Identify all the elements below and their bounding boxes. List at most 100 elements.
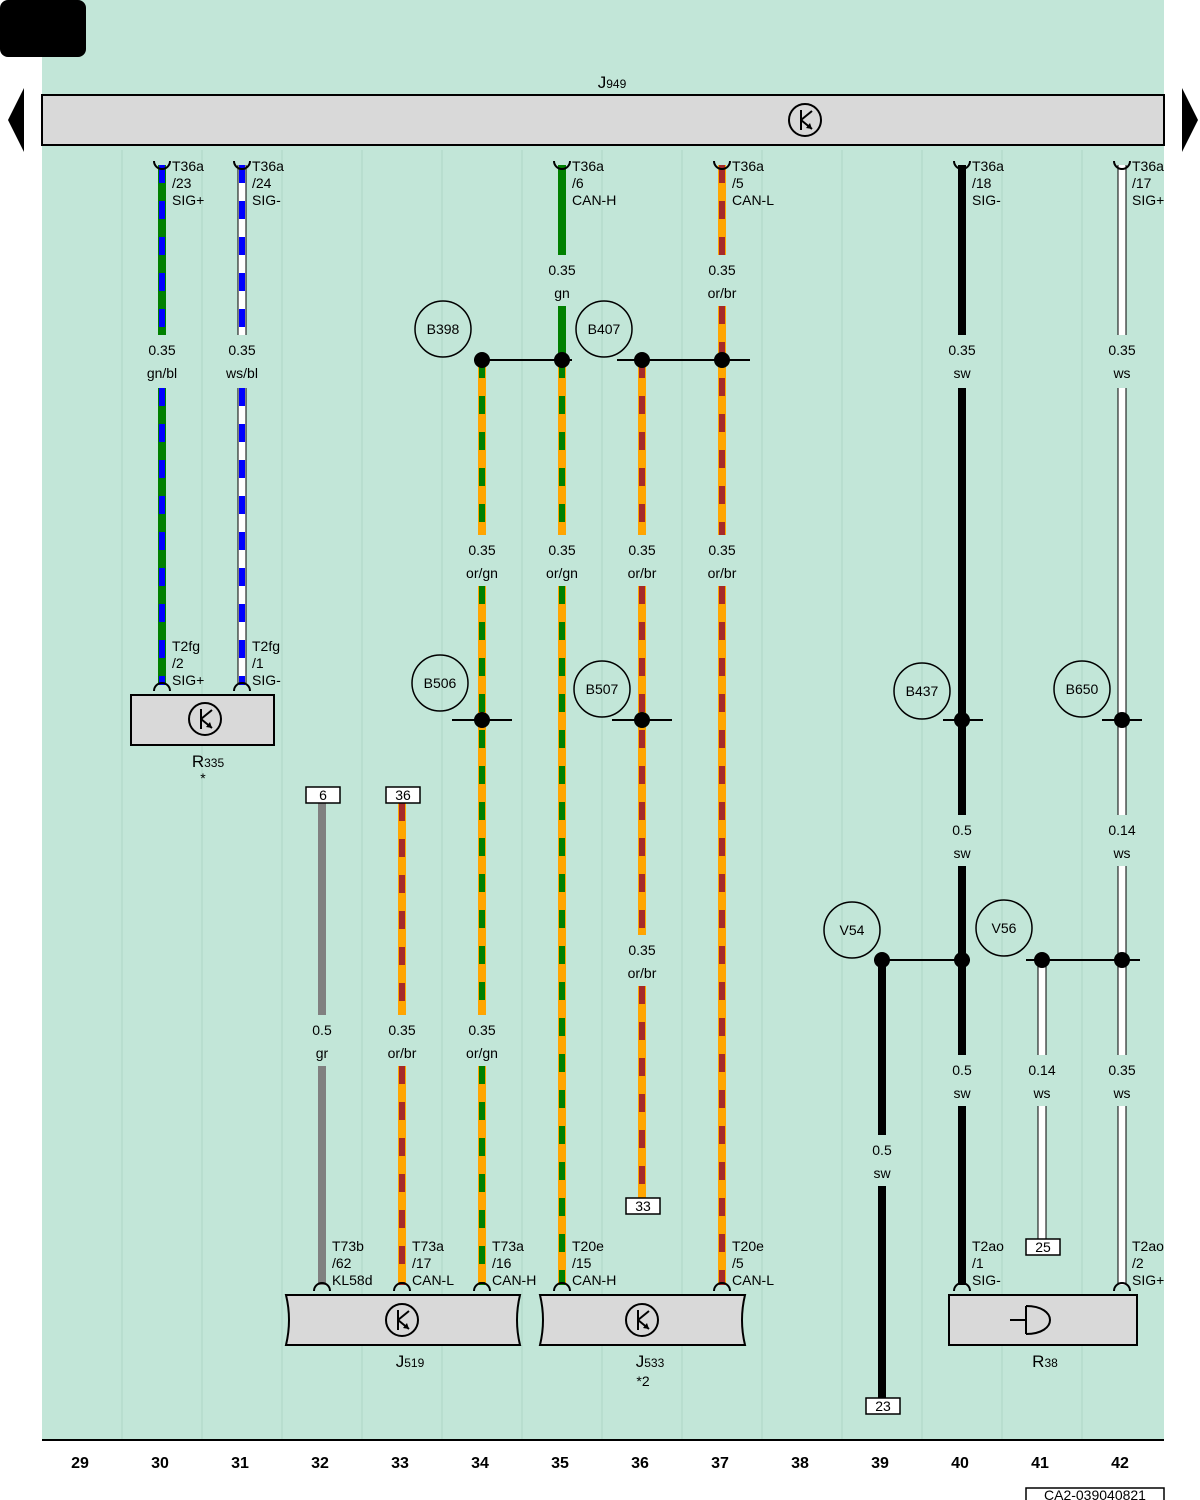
svg-text:sw: sw xyxy=(953,845,971,861)
splice-v54[interactable]: V54 xyxy=(823,901,881,959)
ref-box[interactable]: 33 xyxy=(625,1197,661,1215)
wires xyxy=(158,165,1127,1398)
splice-dot xyxy=(954,952,970,968)
svg-text:0.35: 0.35 xyxy=(468,542,495,558)
svg-text:/2: /2 xyxy=(172,655,184,671)
svg-text:0.35: 0.35 xyxy=(1108,1062,1135,1078)
terminal-bottom-icon xyxy=(473,1282,491,1292)
svg-text:0.5: 0.5 xyxy=(312,1022,332,1038)
column-number: 31 xyxy=(231,1455,249,1472)
svg-text:CA2-039040821: CA2-039040821 xyxy=(1044,1487,1146,1500)
svg-text:0.5: 0.5 xyxy=(952,822,972,838)
svg-text:0.35: 0.35 xyxy=(1108,342,1135,358)
control-unit-symbol-icon xyxy=(788,103,822,137)
svg-text:33: 33 xyxy=(635,1198,651,1214)
svg-text:B437: B437 xyxy=(906,683,939,699)
svg-text:0.35: 0.35 xyxy=(468,1022,495,1038)
splice-b407[interactable]: B407 xyxy=(575,300,633,358)
splice-b506[interactable]: B506 xyxy=(411,654,469,712)
splice-b398[interactable]: B398 xyxy=(414,300,472,358)
terminal-top-icon xyxy=(553,160,571,170)
terminal-bottom-icon xyxy=(233,682,251,692)
splice-dot xyxy=(474,352,490,368)
svg-text:0.14: 0.14 xyxy=(1108,822,1135,838)
ref-box[interactable]: 23 xyxy=(865,1397,901,1415)
svg-text:B507: B507 xyxy=(586,681,619,697)
svg-text:SIG-: SIG- xyxy=(972,1272,1001,1288)
column-number: 38 xyxy=(791,1455,809,1472)
svg-text:or/gn: or/gn xyxy=(466,565,498,581)
splice-b507[interactable]: B507 xyxy=(573,660,631,718)
column-number: 33 xyxy=(391,1455,409,1472)
splice-dot xyxy=(1114,712,1130,728)
svg-text:T36a: T36a xyxy=(972,158,1004,174)
svg-text:gn/bl: gn/bl xyxy=(147,365,177,381)
ref-box[interactable]: 6 xyxy=(305,786,341,804)
footer-code: CA2-039040821 xyxy=(1025,1487,1165,1500)
svg-text:B398: B398 xyxy=(427,321,460,337)
component-j533[interactable]: J533 *2 xyxy=(538,1294,747,1389)
ref-box[interactable]: 25 xyxy=(1025,1238,1061,1256)
svg-text:SIG+: SIG+ xyxy=(172,672,204,688)
svg-text:/1: /1 xyxy=(252,655,264,671)
component-r335[interactable]: R335 * xyxy=(130,694,275,786)
svg-text:0.35: 0.35 xyxy=(628,542,655,558)
terminal-bottom-icon xyxy=(553,1282,571,1292)
nav-prev-arrow-icon[interactable] xyxy=(8,88,24,152)
svg-text:T36a: T36a xyxy=(172,158,204,174)
nav-next-arrow-icon[interactable] xyxy=(1182,88,1198,152)
svg-text:J519: J519 xyxy=(396,1352,425,1371)
svg-text:/1: /1 xyxy=(972,1255,984,1271)
svg-text:23: 23 xyxy=(875,1398,891,1414)
svg-text:T73b: T73b xyxy=(332,1238,364,1254)
svg-text:gn: gn xyxy=(554,285,570,301)
component-j519[interactable]: J519 xyxy=(284,1294,522,1371)
ref-box[interactable]: 36 xyxy=(385,786,421,804)
svg-text:J533: J533 xyxy=(636,1352,665,1371)
column-numbers: 29 30 31 32 33 34 35 36 37 38 39 40 41 4… xyxy=(71,1455,1129,1472)
svg-text:/15: /15 xyxy=(572,1255,592,1271)
svg-text:36: 36 xyxy=(395,787,411,803)
splice-dot xyxy=(554,352,570,368)
splice-dot xyxy=(874,952,890,968)
splice-b437[interactable]: B437 xyxy=(893,662,951,720)
splice-v56[interactable]: V56 xyxy=(975,899,1033,957)
svg-text:6: 6 xyxy=(319,787,327,803)
wire-label: 0.35 or/br xyxy=(628,542,657,581)
svg-text:T73a: T73a xyxy=(492,1238,524,1254)
svg-text:KL58d: KL58d xyxy=(332,1272,372,1288)
column-number: 32 xyxy=(311,1455,329,1472)
splice-dot xyxy=(634,712,650,728)
component-r38[interactable]: R38 xyxy=(948,1294,1138,1371)
svg-text:/18: /18 xyxy=(972,175,992,191)
svg-text:0.5: 0.5 xyxy=(952,1062,972,1078)
splice-dot xyxy=(1034,952,1050,968)
splice-dot xyxy=(634,352,650,368)
svg-text:0.5: 0.5 xyxy=(872,1142,892,1158)
top-component-label: J949 xyxy=(598,73,627,92)
svg-text:CAN-H: CAN-H xyxy=(572,192,616,208)
top-component-box xyxy=(41,94,1165,146)
svg-text:ws: ws xyxy=(1112,845,1130,861)
wire-label: 0.5sw xyxy=(872,1142,892,1181)
column-number: 37 xyxy=(711,1455,729,1472)
terminal-bottom-icon xyxy=(153,682,171,692)
svg-text:T20e: T20e xyxy=(572,1238,604,1254)
splice-b650[interactable]: B650 xyxy=(1053,660,1111,718)
column-number: 35 xyxy=(551,1455,569,1472)
svg-text:*: * xyxy=(200,770,206,786)
svg-text:B650: B650 xyxy=(1066,681,1099,697)
svg-text:or/br: or/br xyxy=(628,565,657,581)
